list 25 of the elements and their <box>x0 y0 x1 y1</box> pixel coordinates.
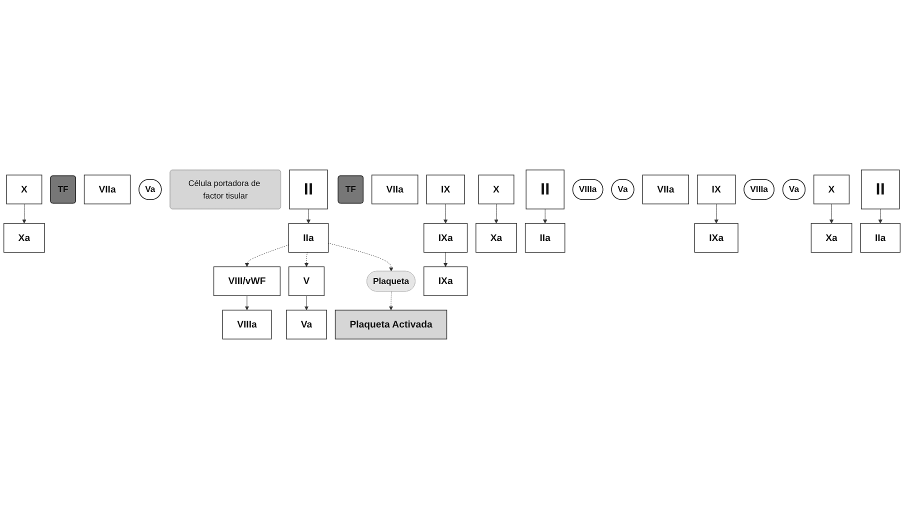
node-box: Plaqueta Activada <box>334 310 448 340</box>
node-box: X <box>478 174 514 204</box>
node-box: IXa <box>424 266 468 296</box>
node-box: IX <box>426 174 465 204</box>
node-box: IIa <box>288 223 329 253</box>
node-box: VIIa <box>642 174 690 204</box>
node-box: VIII/vWF <box>213 266 281 296</box>
node-box: IIa <box>524 223 566 253</box>
node-box: V <box>288 266 325 296</box>
node-box: Xa <box>476 223 517 253</box>
node-box: IXa <box>694 223 738 253</box>
node-box: II <box>526 170 564 210</box>
node-box: VIIa <box>84 174 131 204</box>
node-box: VIIIa <box>222 310 272 340</box>
node-box: Va <box>286 310 327 340</box>
node-box: VIIa <box>372 174 418 204</box>
node-box: IIa <box>860 223 900 253</box>
node-box: Xa <box>810 223 852 253</box>
node-box: II <box>860 170 900 210</box>
node-box: Xa <box>4 223 45 253</box>
node-box: X <box>813 174 850 204</box>
node-box: IXa <box>424 223 468 253</box>
node-box: X <box>6 174 42 204</box>
node-box: II <box>289 170 328 210</box>
node-box: IX <box>696 174 736 204</box>
